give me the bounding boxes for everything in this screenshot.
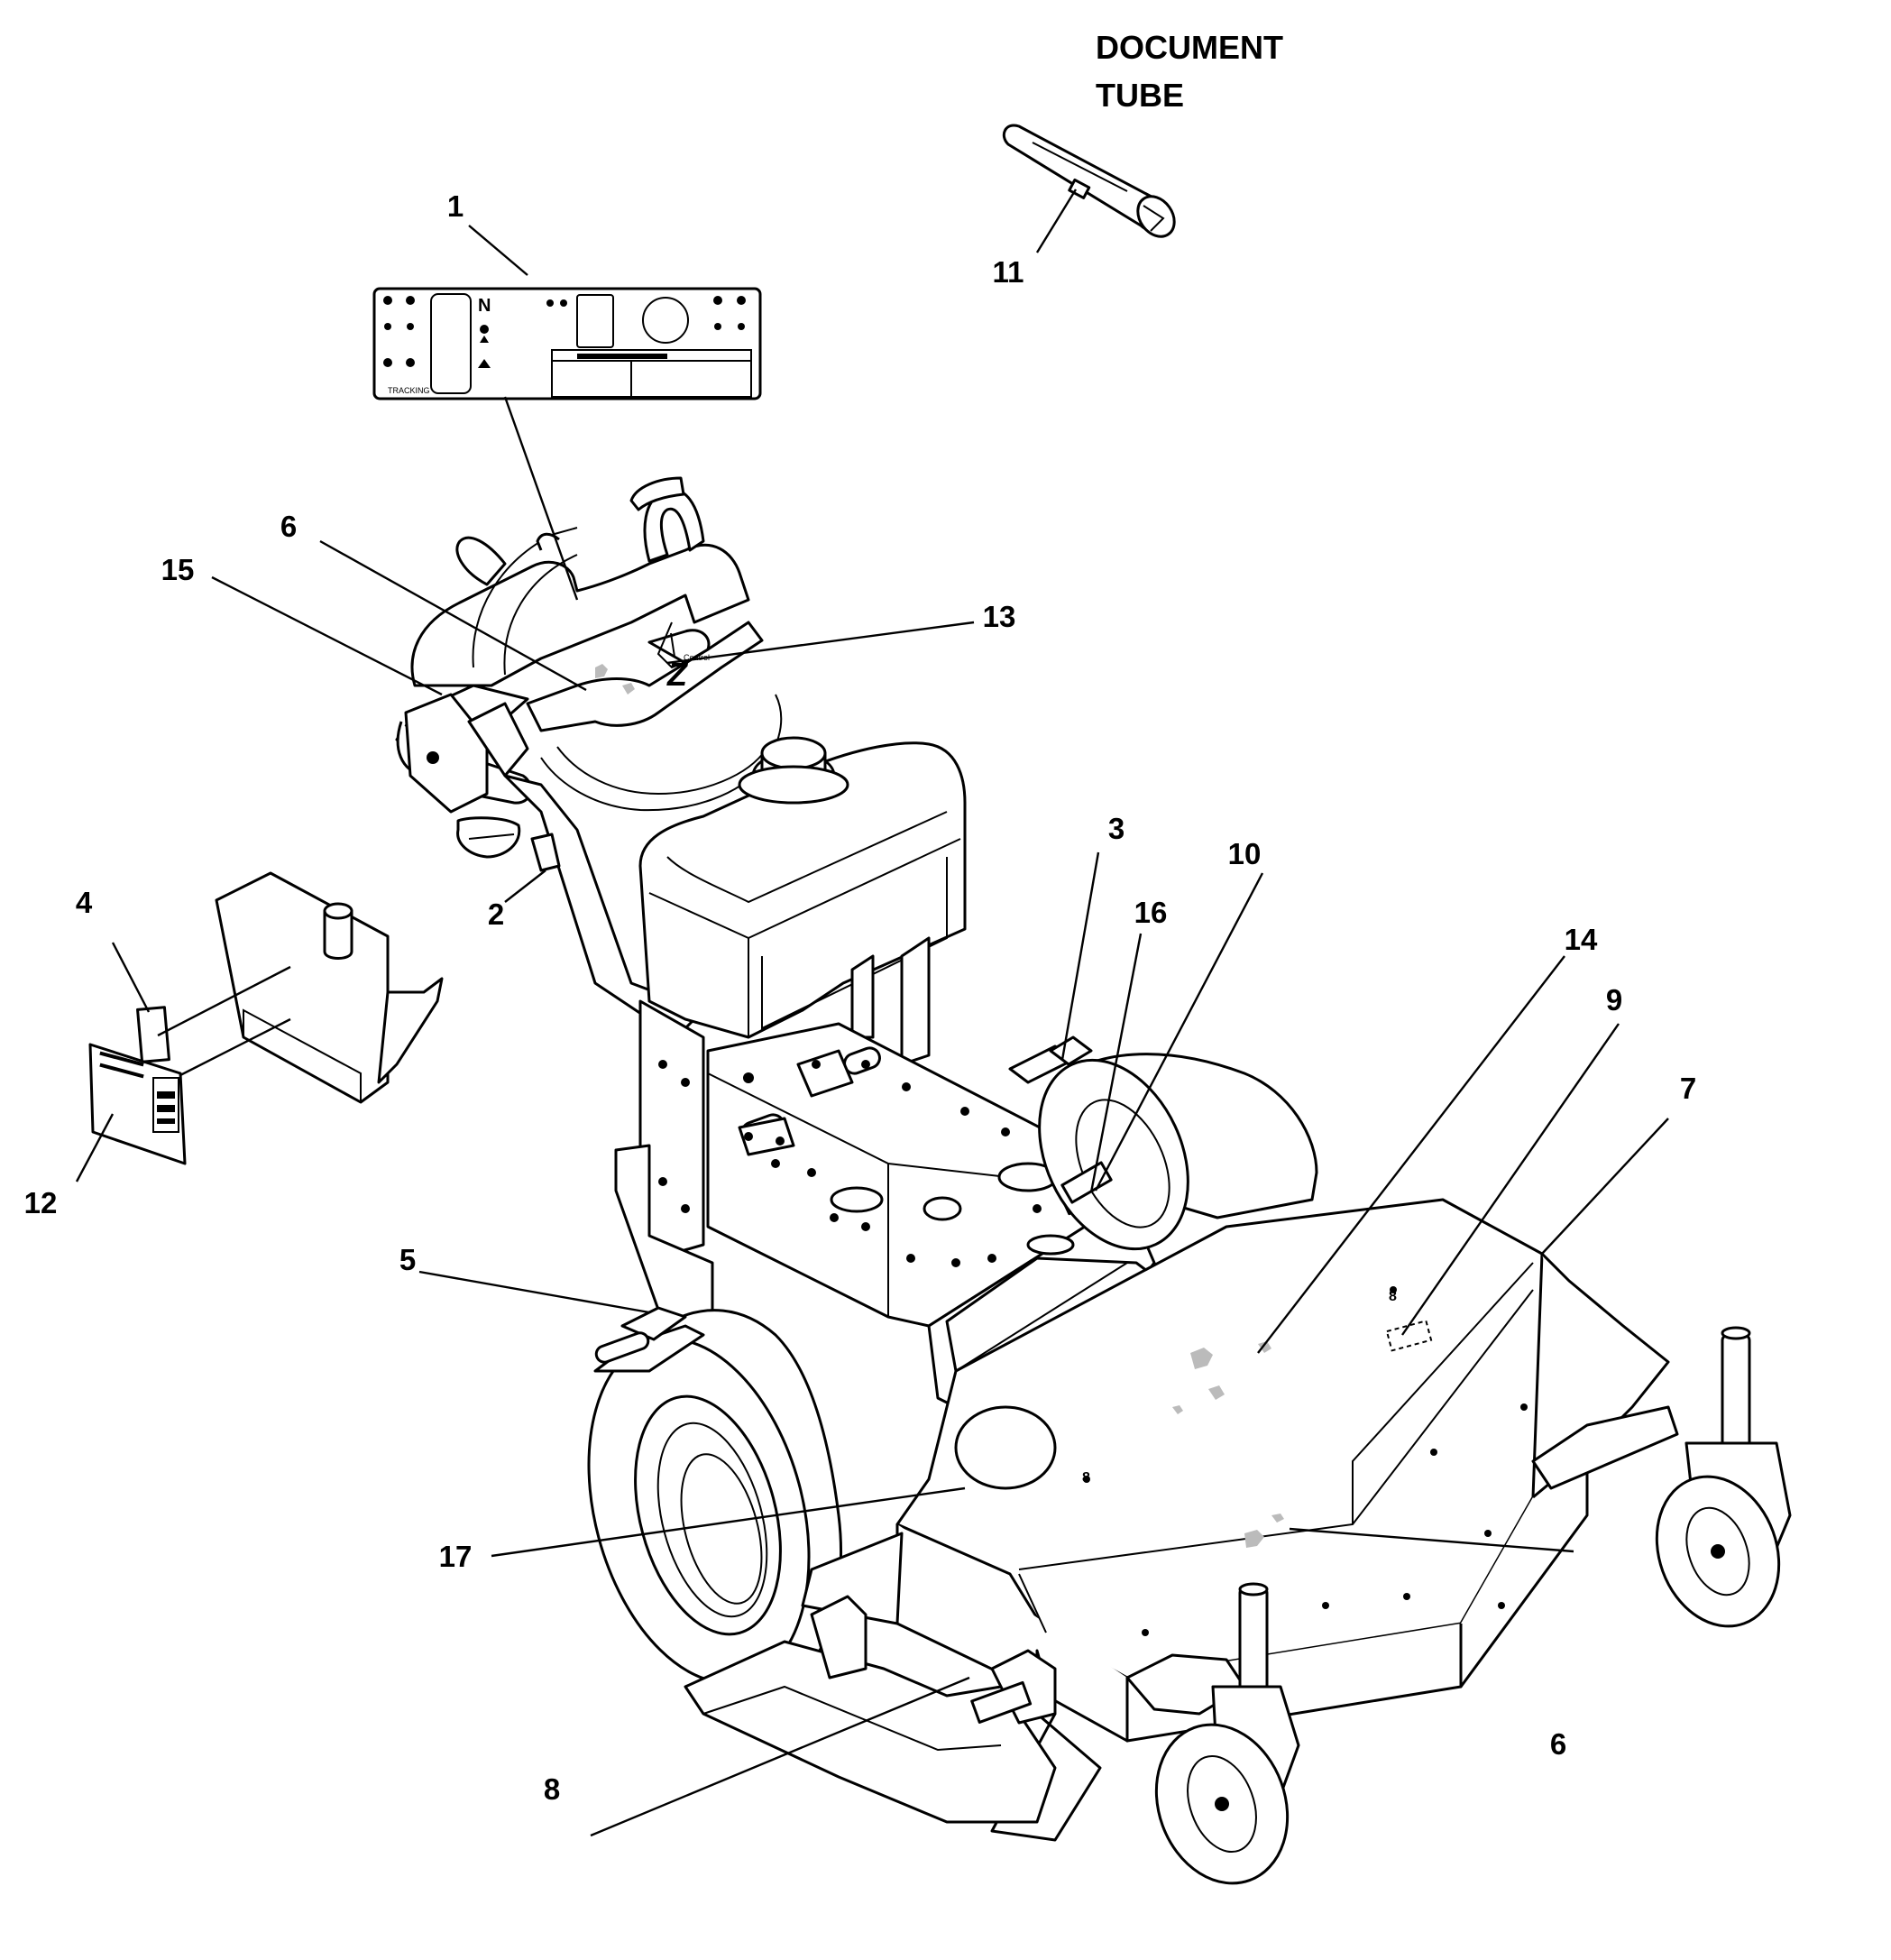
callout-13: 13 <box>983 600 1016 633</box>
leader-lines <box>75 189 1669 1837</box>
handlebar-assembly: Z Control <box>395 476 783 1256</box>
decal-neutral-mark: N <box>478 296 491 316</box>
deck-small-mark-2: 8 <box>1389 1289 1397 1304</box>
callout-2: 2 <box>488 897 504 931</box>
document-tube <box>1002 124 1176 238</box>
callout-14: 14 <box>1565 923 1598 956</box>
callout-15: 15 <box>161 553 195 586</box>
decal-12 <box>88 1043 187 1165</box>
callout-17: 17 <box>439 1540 473 1573</box>
left-drive-wheel <box>587 1306 842 1689</box>
callout-16: 16 <box>1134 896 1168 929</box>
callout-6-deck: 6 <box>1550 1727 1566 1761</box>
callout-7: 7 <box>1680 1072 1696 1105</box>
callout-1: 1 <box>447 189 464 223</box>
callout-labels: 1 2 3 4 5 6 6 7 8 9 10 11 12 13 14 15 16… <box>24 189 1697 1806</box>
right-drive-wheel <box>1008 1035 1318 1251</box>
callout-3: 3 <box>1108 812 1125 845</box>
front-right-caster <box>1531 1326 1792 1628</box>
logo-word: Control <box>684 653 710 662</box>
callout-4: 4 <box>76 886 93 919</box>
decal-tracking-text: TRACKING <box>388 386 430 395</box>
callout-11: 11 <box>993 255 1024 289</box>
callout-8: 8 <box>544 1772 560 1806</box>
callout-12: 12 <box>24 1186 58 1219</box>
callout-9: 9 <box>1606 983 1622 1017</box>
callout-5: 5 <box>399 1243 416 1276</box>
callout-6-handlebar: 6 <box>280 510 297 543</box>
fuel-tank <box>638 736 967 1066</box>
title-line-2: TUBE <box>1096 77 1184 114</box>
callout-10: 10 <box>1228 837 1262 870</box>
deck-decal-specks <box>1172 1341 1284 1548</box>
mower-deck <box>684 1198 1670 1842</box>
front-left-caster <box>1125 1582 1300 1885</box>
decal-marks <box>383 296 746 368</box>
title-line-1: DOCUMENT <box>1096 29 1283 66</box>
control-decal: N TRACKING <box>372 287 762 400</box>
deck-small-mark: 8 <box>1082 1470 1090 1486</box>
side-tank-view <box>88 871 444 1165</box>
